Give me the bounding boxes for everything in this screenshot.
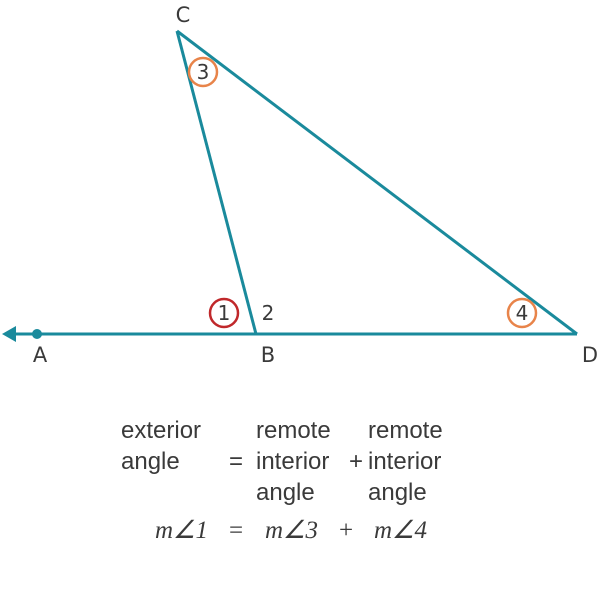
equation-interior-word-1: interior [256, 448, 329, 475]
equation-m-angle-4: m∠4 [374, 517, 427, 544]
equation-plus-sign: + [349, 448, 363, 475]
angle-2-label: 2 [262, 301, 275, 325]
ray-arrowhead [2, 326, 16, 342]
equation-m-plus: + [339, 517, 353, 544]
equation-angle-word-2: angle [368, 479, 427, 506]
angle-1-label: 1 [218, 301, 231, 325]
angle-3-marker [187, 56, 219, 88]
equation-m-angle-1: m∠1 [155, 517, 208, 544]
angle-4-label: 4 [516, 301, 529, 325]
angle-1-marker [208, 297, 240, 329]
equation-remote-word-1: remote [256, 417, 331, 444]
segment-bc [175, 30, 258, 335]
equation-equals-sign: = [229, 448, 243, 475]
equation-interior-word-2: interior [368, 448, 441, 475]
point-a-dot [32, 329, 42, 339]
point-label-a: A [33, 343, 48, 367]
equation-m-equals: = [229, 517, 243, 544]
point-label-b: B [261, 343, 275, 367]
point-label-c: C [176, 3, 191, 27]
angle-4-marker [506, 297, 538, 329]
equation-exterior-word: exterior [121, 417, 201, 444]
segment-cd [176, 29, 578, 336]
equation-m-angle-3: m∠3 [265, 517, 318, 544]
angle-3-label: 3 [197, 60, 210, 84]
equation-angle-word-1: angle [256, 479, 315, 506]
equation-remote-word-2: remote [368, 417, 443, 444]
point-label-d: D [582, 343, 598, 367]
equation-exterior-angle-word: angle [121, 448, 180, 475]
